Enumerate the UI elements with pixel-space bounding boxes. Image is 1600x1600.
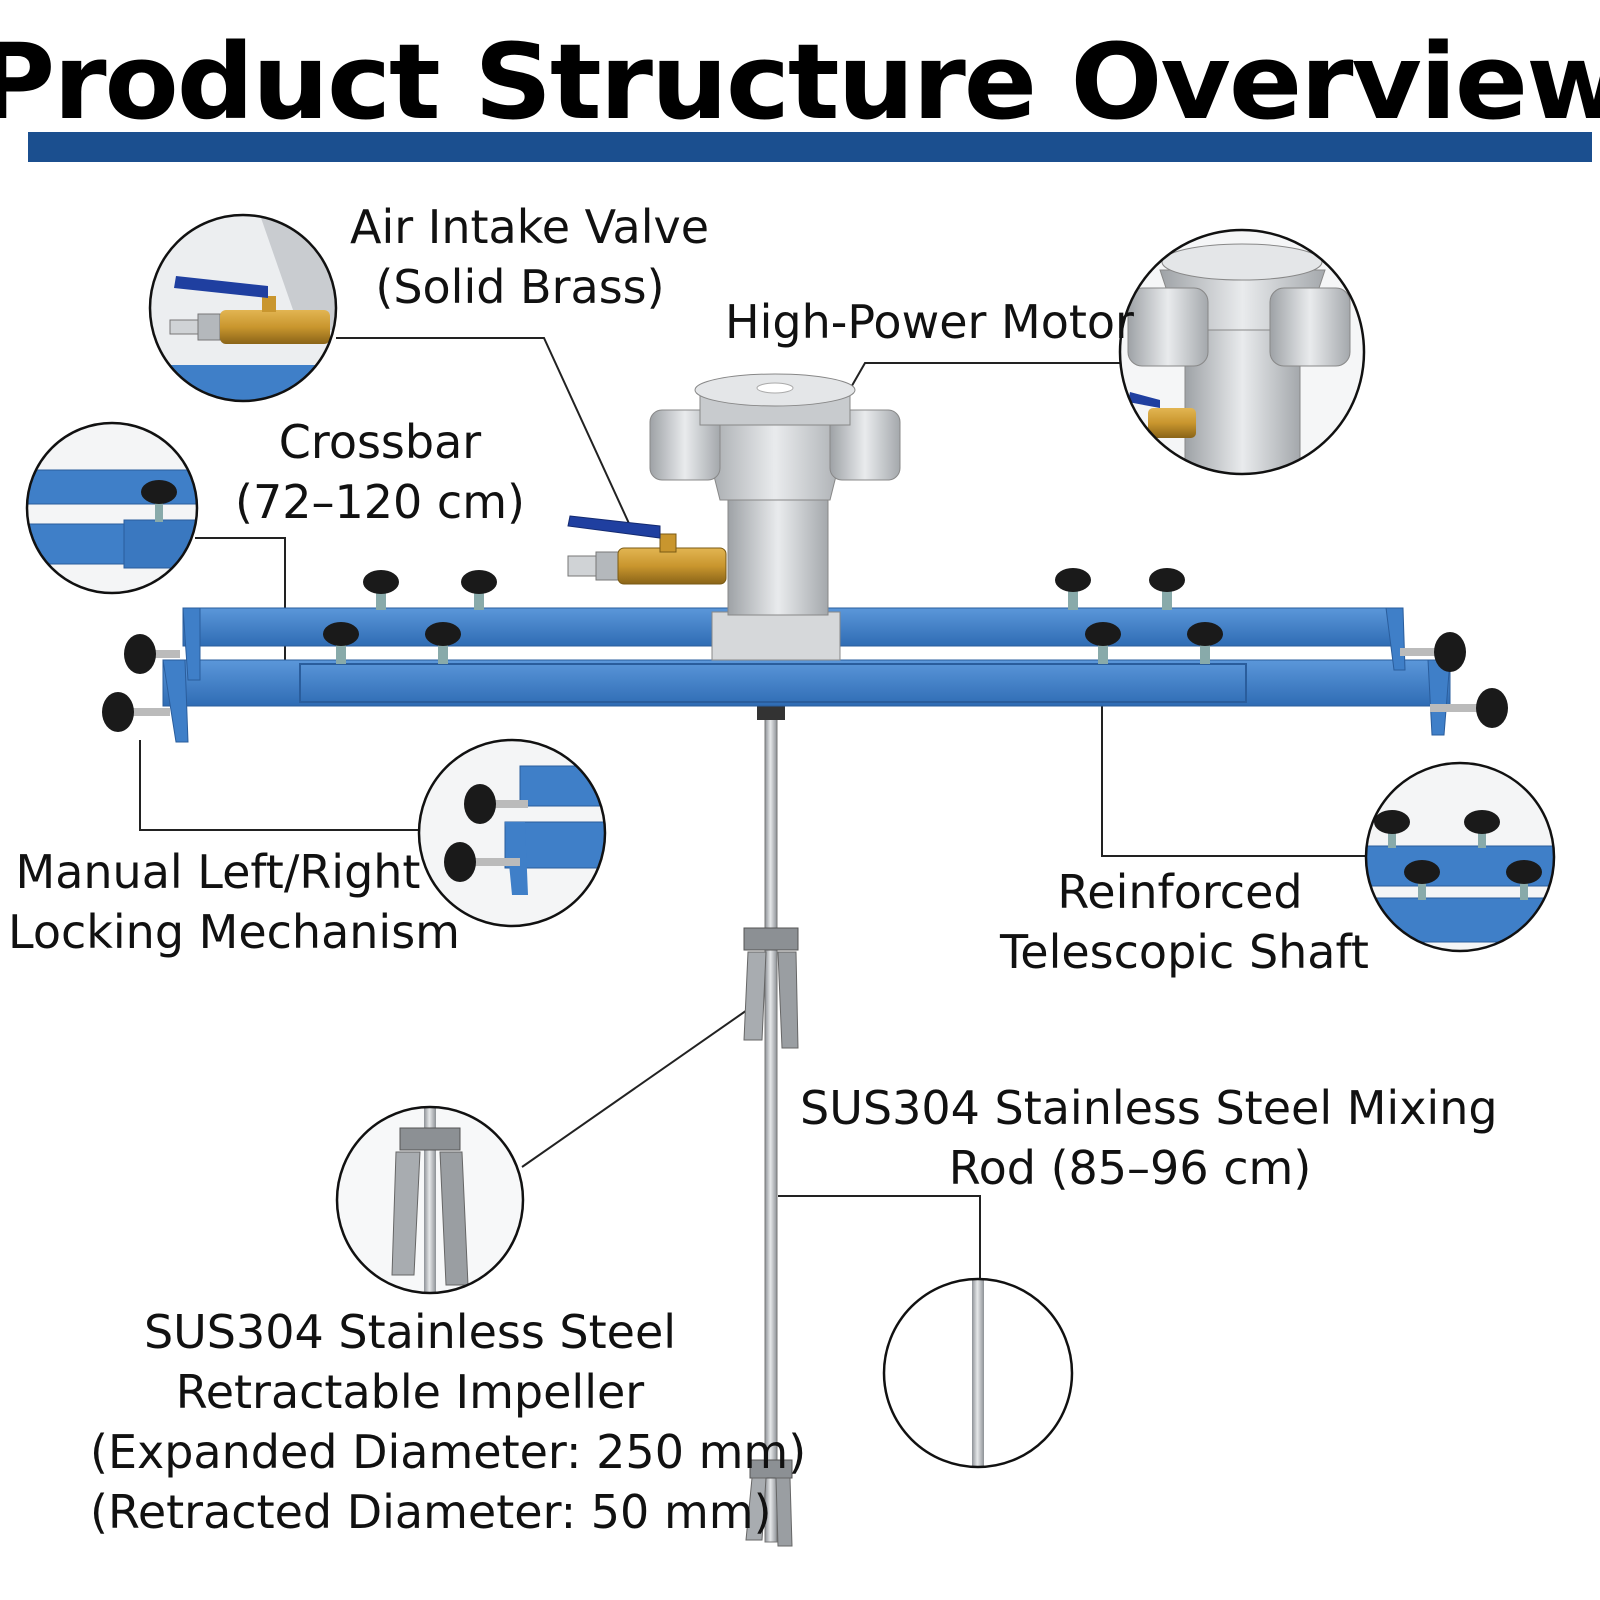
upper-impeller	[743, 927, 799, 1049]
knob-icon	[1085, 622, 1121, 664]
crossbar-front-rail	[162, 659, 1451, 707]
knob-icon	[323, 622, 359, 664]
detail-shaft	[1364, 761, 1556, 953]
detail-lock	[417, 738, 607, 928]
knob-icon	[461, 570, 497, 610]
label-locking-mechanism: Manual Left/Right Locking Mechanism	[8, 845, 460, 959]
leader-lines	[139, 337, 1366, 1280]
lower-impeller	[745, 1459, 793, 1547]
knob-icon	[1187, 622, 1223, 664]
detail-crossbar	[25, 421, 199, 595]
knob-icon	[102, 692, 170, 732]
mixing-rod	[764, 711, 778, 1543]
detail-motor	[1118, 228, 1366, 476]
knob-icon	[363, 570, 399, 610]
leader-rod	[778, 1195, 981, 1280]
knob-icon	[425, 622, 461, 664]
locking-knobs	[102, 568, 1508, 732]
detail-valve	[148, 213, 338, 403]
air-motor	[649, 373, 901, 616]
knob-icon	[1149, 568, 1185, 610]
knob-icon	[1400, 632, 1466, 672]
motor-base-plate	[711, 611, 841, 661]
knob-icon	[124, 634, 180, 674]
detail-rod	[882, 1277, 1074, 1469]
leader-motor	[837, 362, 1120, 411]
knob-icon	[1430, 688, 1508, 728]
mixer-assembly	[102, 373, 1508, 1547]
leader-lock	[139, 740, 420, 831]
label-mixing-rod: SUS304 Stainless Steel Mixing Rod (85–96…	[800, 1081, 1498, 1195]
rod-coupling	[757, 704, 785, 720]
page-title: Product Structure Overview	[0, 21, 1600, 143]
leader-shaft	[1101, 666, 1366, 857]
label-crossbar: Crossbar (72–120 cm)	[235, 415, 525, 529]
leader-valve	[336, 337, 633, 531]
knob-icon	[1055, 568, 1091, 610]
label-high-power-motor: High-Power Motor	[725, 295, 1134, 349]
brass-valve	[567, 515, 727, 585]
label-impeller: SUS304 Stainless Steel Retractable Impel…	[90, 1305, 807, 1539]
label-telescopic-shaft: Reinforced Telescopic Shaft	[1000, 865, 1369, 979]
leader-impeller	[521, 1007, 751, 1168]
label-air-intake-valve: Air Intake Valve (Solid Brass)	[350, 200, 710, 314]
detail-impeller	[335, 1105, 525, 1295]
